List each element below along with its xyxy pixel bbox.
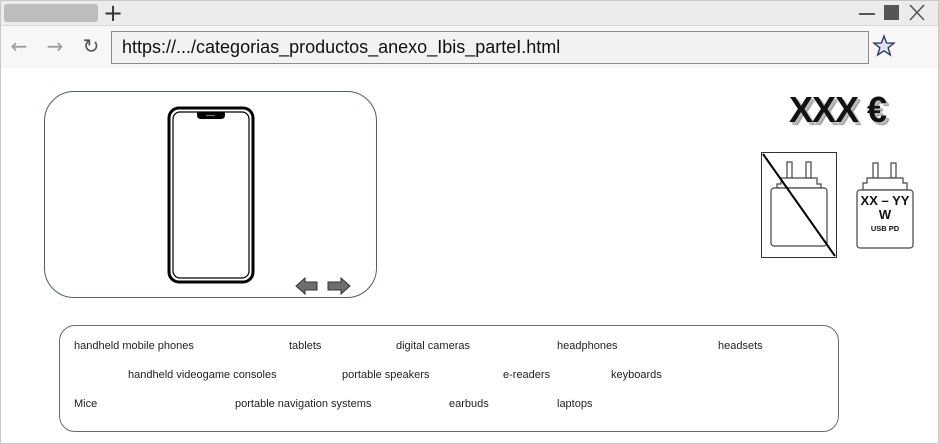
close-button[interactable] <box>906 3 928 23</box>
category-item[interactable]: headphones <box>557 340 618 352</box>
category-item[interactable]: handheld videogame consoles <box>128 369 277 381</box>
category-item[interactable]: tablets <box>289 340 322 352</box>
close-icon <box>909 4 925 21</box>
category-item[interactable]: Mice <box>74 398 98 410</box>
charger-spec-label: XX – YY W USB PD <box>857 194 913 236</box>
category-item[interactable]: laptops <box>557 398 593 410</box>
category-item[interactable]: e-readers <box>503 369 551 381</box>
product-price: XXX € <box>789 89 887 130</box>
browser-tab[interactable] <box>4 4 98 22</box>
browser-toolbar: ← → ↻ https://.../categorias_productos_a… <box>1 26 938 68</box>
category-item[interactable]: headsets <box>718 340 763 352</box>
bookmark-star-button[interactable] <box>872 33 896 58</box>
charging-standard: USB PD <box>870 224 900 233</box>
next-image-arrow-icon[interactable] <box>327 276 351 296</box>
smartphone-image <box>167 106 255 284</box>
category-item[interactable]: keyboards <box>611 369 662 381</box>
charger-icon <box>856 162 914 249</box>
power-unit: W <box>878 207 892 222</box>
category-item[interactable]: digital cameras <box>396 340 470 352</box>
minimize-button[interactable] <box>856 3 878 23</box>
title-bar: + <box>1 1 938 26</box>
back-button[interactable]: ← <box>10 34 28 58</box>
product-image-frame <box>44 91 377 298</box>
power-range: XX – YY <box>860 193 910 208</box>
maximize-button[interactable] <box>881 3 903 23</box>
category-list: handheld mobile phones tablets digital c… <box>59 325 839 432</box>
forward-button[interactable]: → <box>46 34 64 58</box>
category-item[interactable]: portable speakers <box>342 369 430 381</box>
category-item[interactable]: portable navigation systems <box>235 398 372 410</box>
previous-image-arrow-icon[interactable] <box>295 276 318 296</box>
no-charger-included-icon <box>761 152 837 258</box>
image-navigation-arrows <box>295 276 351 296</box>
category-item[interactable]: handheld mobile phones <box>74 340 194 352</box>
page-content: XXX € XX – YY W USB PD handheld mobile p… <box>1 69 938 443</box>
address-bar[interactable]: https://.../categorias_productos_anexo_I… <box>111 31 869 64</box>
star-icon <box>872 33 896 57</box>
new-tab-button[interactable]: + <box>102 0 124 27</box>
reload-button[interactable]: ↻ <box>82 34 100 58</box>
category-item[interactable]: earbuds <box>449 398 489 410</box>
